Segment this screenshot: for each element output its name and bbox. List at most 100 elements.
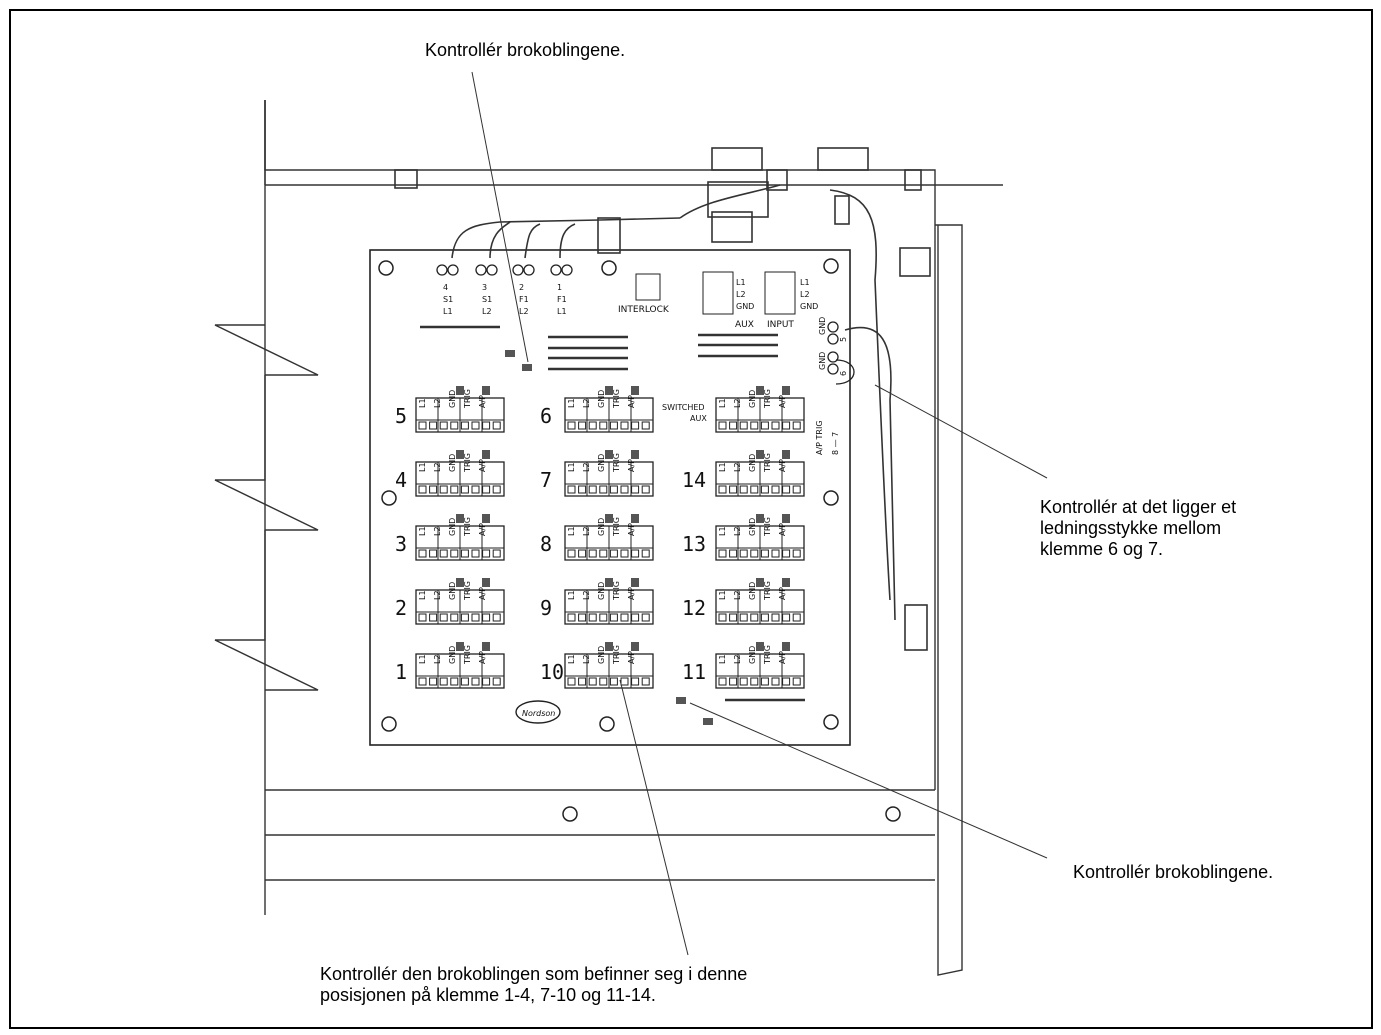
pin-label-l1: L1 xyxy=(718,526,727,536)
pin-label-l1: L1 xyxy=(418,398,427,408)
top-wiring xyxy=(394,147,931,651)
pin-label-ap: A/P xyxy=(478,587,487,600)
pin-label-l1: L1 xyxy=(718,654,727,664)
pin-label-l1: L1 xyxy=(718,398,727,408)
pin-label-l1: L1 xyxy=(567,462,576,472)
pin-label-l1: L1 xyxy=(718,462,727,472)
pin-label-l1: L1 xyxy=(567,590,576,600)
terminal-number-6: 6 xyxy=(540,404,552,428)
switched-aux-label-2: AUX xyxy=(690,414,707,423)
board-traces xyxy=(420,325,805,702)
top-terminal-block xyxy=(436,264,573,276)
callout-right-bottom: Kontrollér brokoblingene. xyxy=(1073,862,1274,882)
pin-label-l1: L1 xyxy=(567,654,576,664)
top-terminal-1-label-0: 1 xyxy=(557,283,562,292)
pin-label-l1: L1 xyxy=(567,398,576,408)
terminal-number-10: 10 xyxy=(540,660,564,684)
pin-label-ap: A/P xyxy=(478,459,487,472)
input-pin-l2: L2 xyxy=(800,290,810,299)
terminal-number-11: 11 xyxy=(682,660,706,684)
pin-label-ap: A/P xyxy=(778,459,787,472)
aux-pin-l2: L2 xyxy=(736,290,746,299)
top-terminal-1-label-2: L1 xyxy=(557,307,567,316)
pin-label-trig: TRIG xyxy=(763,389,772,409)
top-terminal-4-label-0: 4 xyxy=(443,283,448,292)
pin-label-gnd: GND xyxy=(597,646,606,664)
pin-label-trig: TRIG xyxy=(612,517,621,537)
pin-label-l2: L2 xyxy=(582,526,591,536)
pin-label-ap: A/P xyxy=(778,651,787,664)
pin-label-ap: A/P xyxy=(478,395,487,408)
pin-label-l2: L2 xyxy=(582,398,591,408)
pin-label-trig: TRIG xyxy=(463,453,472,473)
callout-bottom: Kontrollér den brokoblingen som befinner… xyxy=(320,964,748,1005)
figure-frame xyxy=(9,9,1373,1029)
callout-top: Kontrollér brokoblingene. xyxy=(425,40,626,60)
pin-label-gnd: GND xyxy=(597,582,606,600)
pin-label-gnd: GND xyxy=(448,390,457,408)
terminal-block-3: L1 L2 GND TRIG A/P xyxy=(415,514,505,561)
pin-label-gnd: GND xyxy=(448,582,457,600)
pin-label-ap: A/P xyxy=(478,523,487,536)
top-terminal-4-label-2: L1 xyxy=(443,307,453,316)
terminal-number-8: 8 xyxy=(540,532,552,556)
pin-label-trig: TRIG xyxy=(612,389,621,409)
pin-label-trig: TRIG xyxy=(463,389,472,409)
terminal-block-aux: L1 L2 GND TRIG A/P xyxy=(715,386,805,433)
terminal-number-3: 3 xyxy=(395,532,407,556)
interlock-connector xyxy=(635,273,661,301)
gnd-label-6: GND xyxy=(818,352,827,370)
aux-label: AUX xyxy=(735,320,754,330)
pin-label-gnd: GND xyxy=(748,390,757,408)
terminal-number-14: 14 xyxy=(682,468,706,492)
pin-label-gnd: GND xyxy=(448,454,457,472)
gnd-label-5: GND xyxy=(818,317,827,335)
pin-label-l1: L1 xyxy=(567,526,576,536)
pin-label-ap: A/P xyxy=(778,523,787,536)
pin-label-l2: L2 xyxy=(733,654,742,664)
pin-label-gnd: GND xyxy=(597,454,606,472)
top-terminal-3-label-2: L2 xyxy=(482,307,492,316)
callout-right-wire: Kontrollér at det ligger et ledningsstyk… xyxy=(1040,497,1237,559)
pin-label-l2: L2 xyxy=(433,654,442,664)
pin-label-trig: TRIG xyxy=(612,453,621,473)
input-connector xyxy=(764,271,796,315)
pin-label-l1: L1 xyxy=(418,526,427,536)
aux-pin-gnd: GND xyxy=(736,302,754,311)
pin-label-trig: TRIG xyxy=(612,645,621,665)
pin-label-ap: A/P xyxy=(627,459,636,472)
pin-label-l2: L2 xyxy=(433,398,442,408)
terminal-block-5: L1 L2 GND TRIG A/P xyxy=(415,386,505,433)
pin-label-l1: L1 xyxy=(718,590,727,600)
pin-label-l2: L2 xyxy=(433,590,442,600)
pin-label-l2: L2 xyxy=(733,398,742,408)
gnd-terminals xyxy=(827,321,855,385)
pin-label-trig: TRIG xyxy=(763,581,772,601)
aux-connector xyxy=(702,271,734,315)
terminal-number-13: 13 xyxy=(682,532,706,556)
control-board xyxy=(369,249,851,746)
pin-label-trig: TRIG xyxy=(612,581,621,601)
ap-trig-label: A/P TRIG xyxy=(815,420,824,455)
nordson-logo-text: Nordson xyxy=(522,709,555,718)
pin-label-l2: L2 xyxy=(433,526,442,536)
pin-label-gnd: GND xyxy=(597,518,606,536)
pin-label-trig: TRIG xyxy=(463,581,472,601)
pin-label-ap: A/P xyxy=(778,587,787,600)
pin-label-l1: L1 xyxy=(418,590,427,600)
pin-label-trig: TRIG xyxy=(463,517,472,537)
terminal-number-1: 1 xyxy=(395,660,407,684)
pin-label-ap: A/P xyxy=(778,395,787,408)
nordson-logo xyxy=(515,700,561,724)
top-terminal-1-label-1: F1 xyxy=(557,295,567,304)
pin-label-gnd: GND xyxy=(448,518,457,536)
pin-label-l2: L2 xyxy=(433,462,442,472)
top-terminal-3-label-0: 3 xyxy=(482,283,487,292)
